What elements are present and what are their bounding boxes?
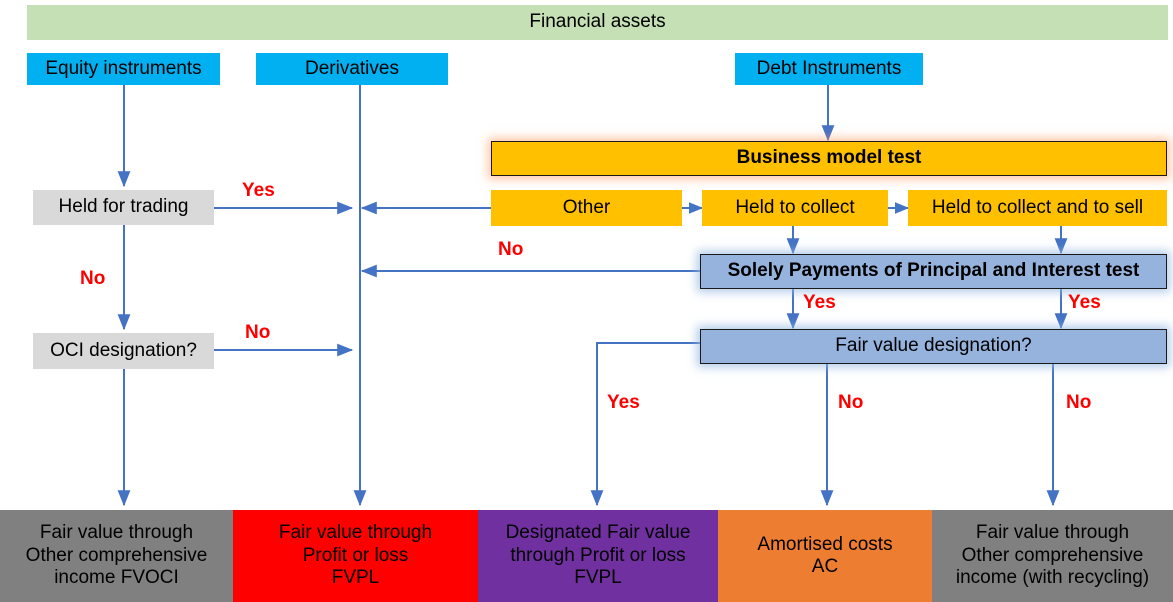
node-held-to-collect[interactable]: Held to collect [702,190,888,226]
node-equity-instruments[interactable]: Equity instruments [27,53,220,85]
edge-label-fvd-yes: Yes [607,392,640,413]
node-derivatives[interactable]: Derivatives [256,53,448,85]
outcome-designated-fvpl[interactable]: Designated Fair value through Profit or … [478,510,718,602]
edge-label-oci-designation-no: No [245,322,271,343]
outcome-amortised-cost[interactable]: Amortised costs AC [718,510,932,602]
edge-label-business-model-other-no: No [498,239,524,260]
edge-label-held-for-trading-yes: Yes [242,180,275,201]
outcome-fvoci[interactable]: Fair value through Other comprehensive i… [0,510,233,602]
edge-label-fvd-no-right: No [1066,392,1092,413]
node-business-model-test[interactable]: Business model test [491,141,1167,176]
outcome-fvpl[interactable]: Fair value through Profit or loss FVPL [233,510,478,602]
outcome-fvpl-label: Fair value through Profit or loss FVPL [278,522,433,589]
outcome-fvoci-recycling[interactable]: Fair value through Other comprehensive i… [932,510,1173,602]
node-held-for-trading-label: Held for trading [58,196,189,218]
node-business-model-other[interactable]: Other [491,190,682,226]
node-held-to-collect-and-to-sell-label: Held to collect and to sell [931,196,1144,218]
node-fair-value-designation[interactable]: Fair value designation? [700,329,1167,364]
node-debt-instruments[interactable]: Debt Instruments [735,53,923,85]
node-held-to-collect-and-to-sell[interactable]: Held to collect and to sell [908,190,1167,226]
edge-label-fvd-no-middle: No [838,392,864,413]
header-financial-assets: Financial assets [27,5,1168,40]
node-oci-designation[interactable]: OCI designation? [33,333,214,369]
outcome-amortised-cost-label: Amortised costs AC [757,533,893,577]
node-fair-value-designation-label: Fair value designation? [835,335,1032,357]
node-derivatives-label: Derivatives [305,57,399,79]
node-business-model-test-label: Business model test [736,147,922,169]
outcome-fvoci-recycling-label: Fair value through Other comprehensive i… [955,522,1150,589]
node-held-for-trading[interactable]: Held for trading [33,190,214,225]
edge-label-sppi-yes-right: Yes [1068,292,1101,313]
node-sppi-test-label: Solely Payments of Principal and Interes… [727,260,1140,282]
node-equity-instruments-label: Equity instruments [45,57,202,79]
edge-label-held-for-trading-no: No [80,268,106,289]
node-held-to-collect-label: Held to collect [735,196,855,218]
outcome-designated-fvpl-label: Designated Fair value through Profit or … [505,522,691,589]
edge-label-sppi-yes-left: Yes [803,292,836,313]
node-oci-designation-label: OCI designation? [50,339,197,361]
node-business-model-other-label: Other [562,196,611,218]
node-sppi-test[interactable]: Solely Payments of Principal and Interes… [700,254,1167,289]
outcome-fvoci-label: Fair value through Other comprehensive i… [25,522,208,589]
edge-fvd-yes-to-designated-fvpl [590,342,700,507]
node-debt-instruments-label: Debt Instruments [756,57,902,79]
header-label: Financial assets [529,11,666,33]
